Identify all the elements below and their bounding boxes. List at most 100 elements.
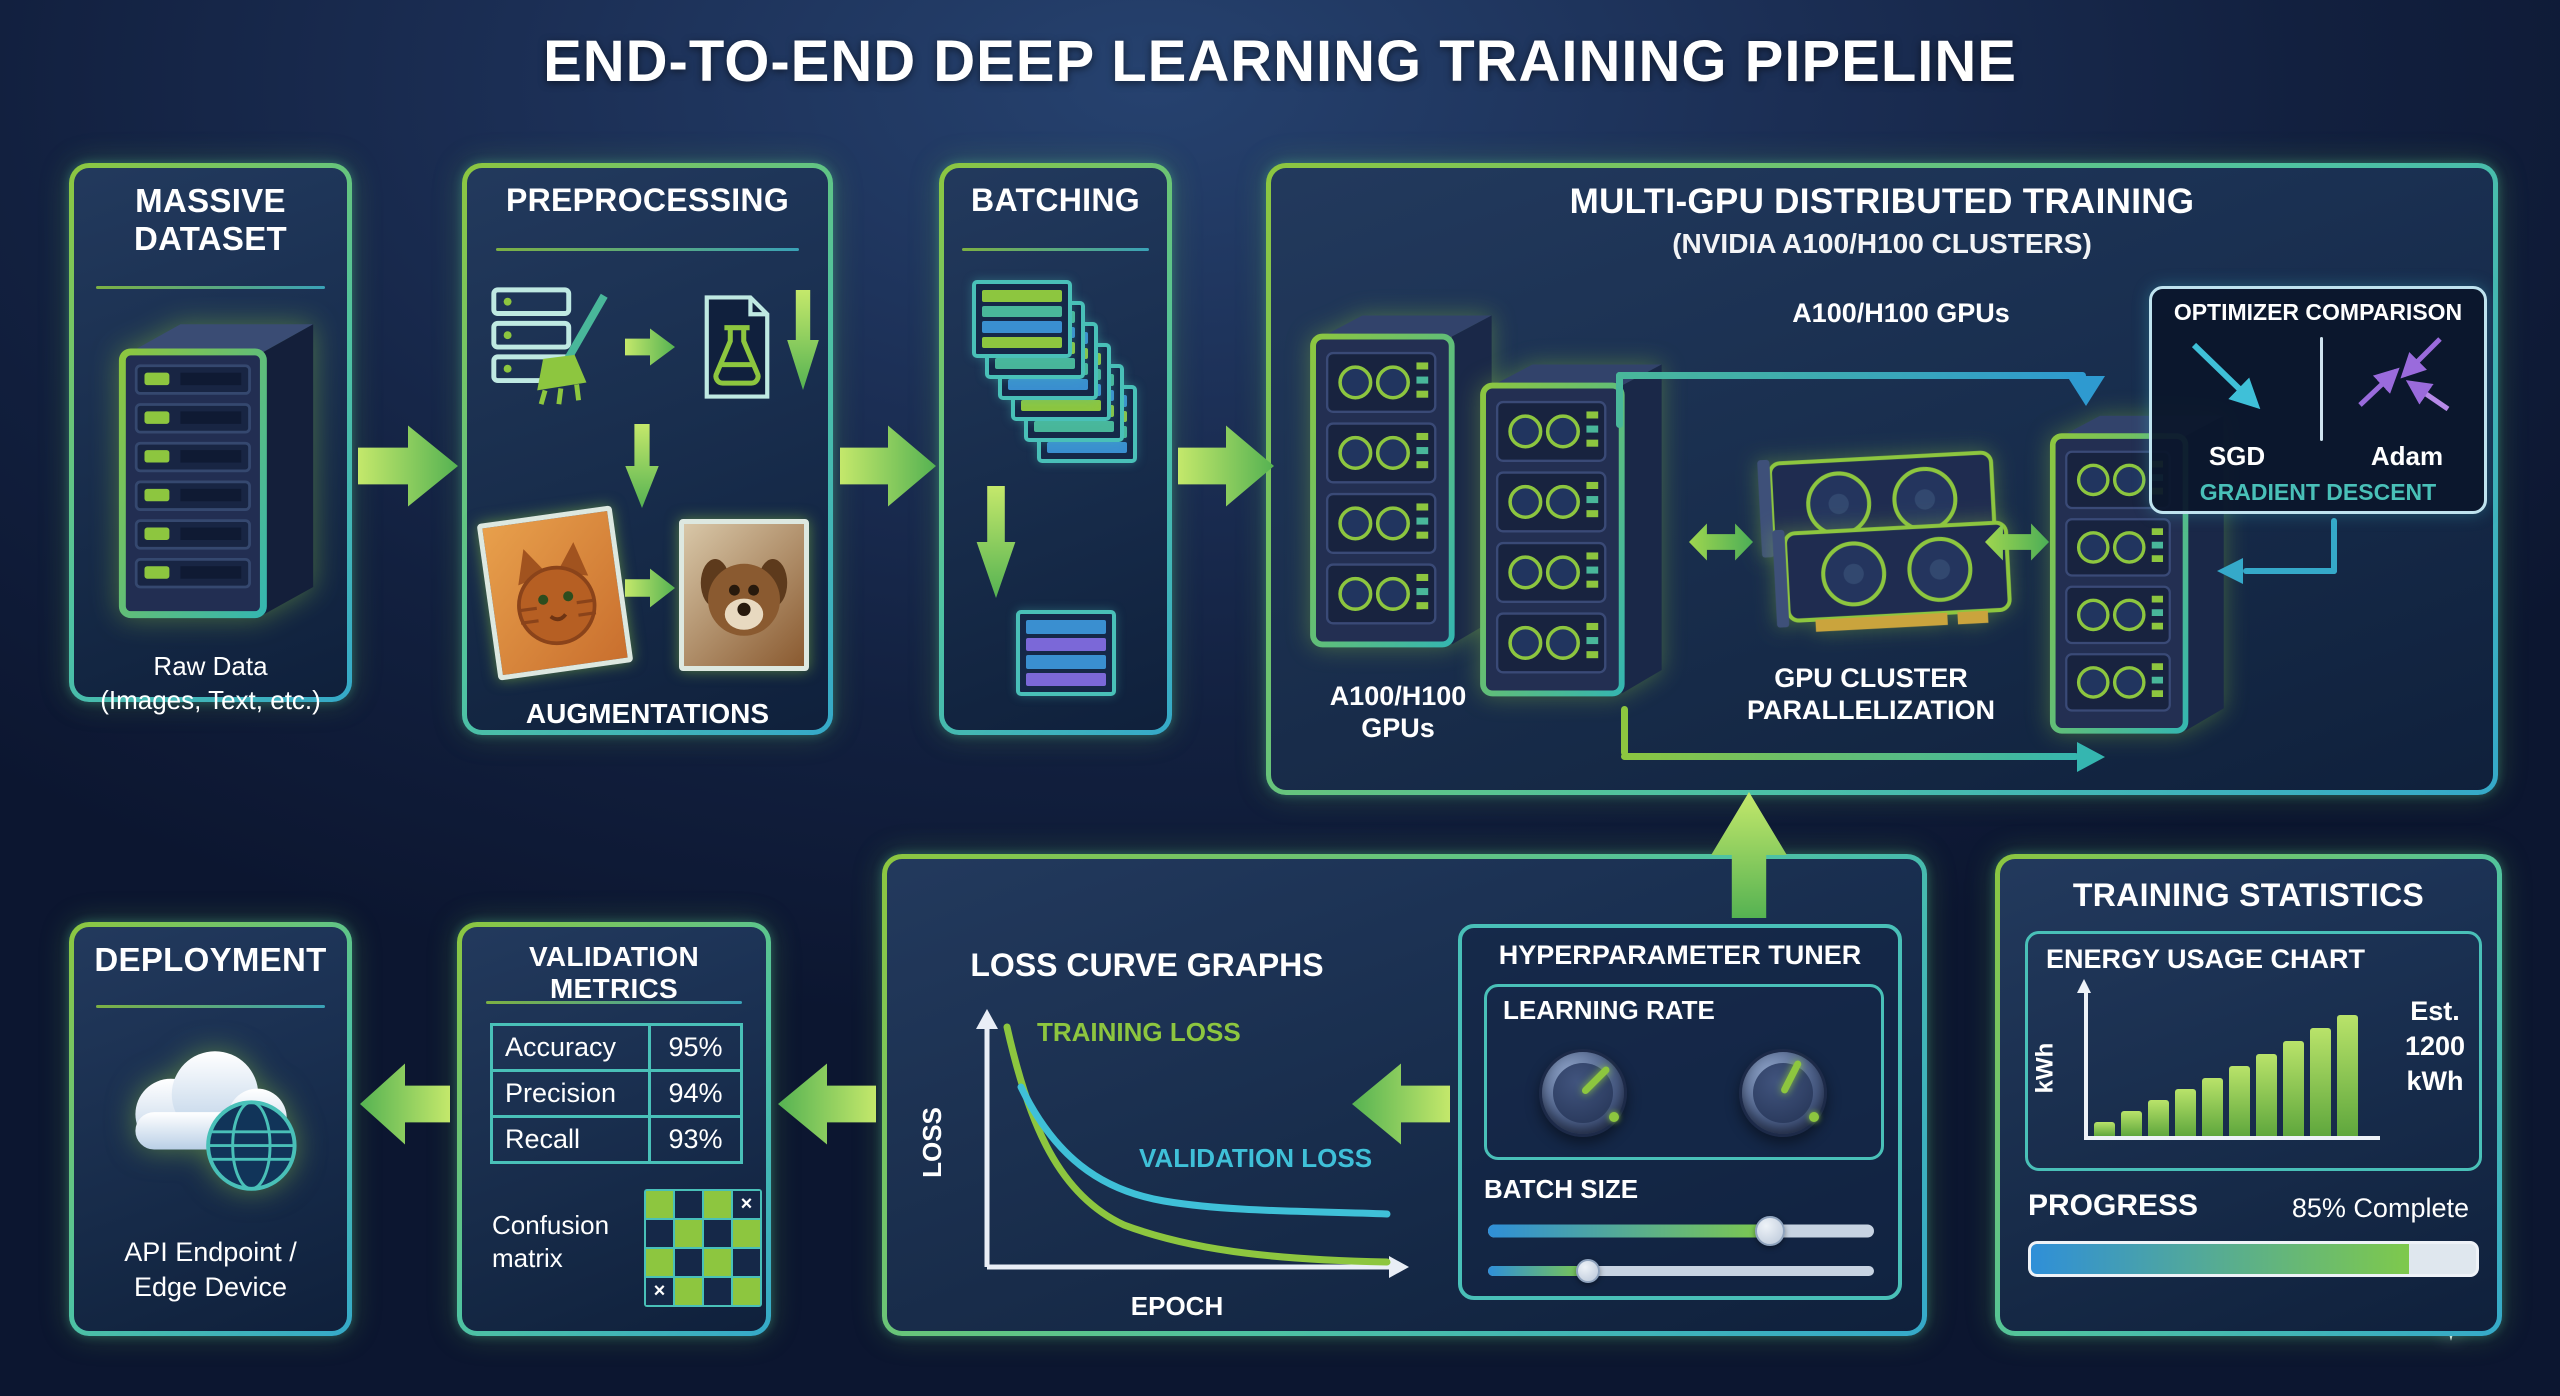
slider-track [1488, 1266, 1874, 1276]
loop-arrowhead-right [2077, 742, 2105, 772]
slider-fill [1488, 1224, 1770, 1238]
confusion-cell [704, 1278, 731, 1305]
batch-layer [972, 280, 1072, 358]
dog-face-icon [684, 524, 804, 666]
page-title: END-TO-END DEEP LEARNING TRAINING PIPELI… [543, 29, 2017, 94]
confusion-cell [733, 1278, 760, 1305]
panel-batching: BATCHING [939, 163, 1172, 735]
panel-validation-metrics: VALIDATION METRICS Accuracy 95% Precisio… [457, 922, 771, 1336]
confusion-matrix-grid: ×× [644, 1189, 762, 1307]
confusion-cell [675, 1278, 702, 1305]
arrow-loss-to-validation [778, 1063, 876, 1145]
table-row: Precision 94% [490, 1069, 743, 1118]
deployment-caption: API Endpoint / Edge Device [74, 1235, 347, 1305]
learning-rate-knob-2[interactable] [1739, 1049, 1827, 1137]
panel-loss-and-tuner: LOSS CURVE GRAPHS TRAINING LOSS VALIDATI… [882, 854, 1927, 1336]
batch-down-arrow [976, 486, 1016, 598]
server-tower-icon [108, 316, 322, 634]
energy-bar [2175, 1089, 2196, 1136]
gpu-rack-icon-1 [1306, 296, 1494, 678]
confusion-cell [675, 1191, 702, 1218]
deployment-caption-line2: Edge Device [133, 1272, 288, 1303]
confusion-cell [646, 1220, 673, 1247]
arrow-dataset-to-preprocessing [358, 425, 458, 507]
cluster-label-line1: GPU CLUSTER [1774, 663, 1968, 693]
gpu-loop-top-line [1616, 372, 2086, 379]
energy-bar [2202, 1078, 2223, 1136]
batch-size-slider-2[interactable] [1488, 1256, 1874, 1286]
racks-label: A100/H100 GPUs [1289, 680, 1507, 745]
panel-training-statistics: TRAINING STATISTICS ENERGY USAGE CHART k… [1995, 854, 2502, 1336]
panel-preprocessing: PREPROCESSING AUGMENTATIONS [462, 163, 833, 735]
energy-bar [2094, 1122, 2115, 1136]
data-cleaning-icon [485, 280, 615, 418]
slider-fill [1488, 1266, 1589, 1276]
gpus-top-label: A100/H100 GPUs [1792, 298, 2010, 328]
arrow-validation-to-deployment [360, 1063, 450, 1145]
energy-usage-box: ENERGY USAGE CHART kWh Est. 1200 kWh [2025, 931, 2482, 1171]
feature-extraction-icon [695, 280, 779, 414]
confusion-cell: × [733, 1191, 760, 1218]
batch-size-label: BATCH SIZE [1484, 1174, 1639, 1204]
energy-bar [2229, 1066, 2250, 1136]
metric-value: 95% [648, 1023, 743, 1072]
sgd-label: SGD [2208, 441, 2266, 471]
inset-connector-horizontal [2243, 568, 2337, 574]
confusion-cell [675, 1220, 702, 1247]
flask-down-arrow [787, 290, 819, 390]
slider-handle[interactable] [1754, 1216, 1785, 1246]
tuner-title: HYPERPARAMETER TUNER [1498, 940, 1862, 970]
knob-pointer [1580, 1065, 1611, 1096]
energy-bar [2121, 1111, 2142, 1136]
confusion-label-line2: matrix [492, 1242, 563, 1273]
adam-arrows-icon [2358, 337, 2450, 412]
slider-handle[interactable] [1576, 1259, 1601, 1283]
energy-bar [2148, 1100, 2169, 1136]
panel-massive-dataset: MASSIVE DATASET Raw Data (Images, Text, … [69, 163, 352, 715]
metric-label: Precision [490, 1069, 651, 1118]
preprocessing-title: PREPROCESSING [505, 182, 790, 218]
augmentations-label: AUGMENTATIONS [525, 698, 770, 729]
energy-bar [2337, 1015, 2358, 1136]
confusion-cell: × [646, 1278, 673, 1305]
confusion-cell [733, 1220, 760, 1247]
energy-bar [2310, 1028, 2331, 1136]
batch-size-slider-1[interactable] [1488, 1216, 1874, 1246]
hyperparameter-tuner-panel: HYPERPARAMETER TUNER LEARNING RATE BATCH… [1458, 924, 1902, 1300]
learning-rate-label: LEARNING RATE [1503, 995, 1715, 1025]
energy-chart-title: ENERGY USAGE CHART [2046, 944, 2366, 974]
divider [95, 1005, 326, 1008]
validation-title: VALIDATION METRICS [529, 941, 699, 1005]
loss-axis-label: LOSS [916, 1107, 947, 1178]
learning-rate-box: LEARNING RATE [1484, 984, 1884, 1160]
cloud-globe-icon [102, 1035, 328, 1207]
rack-gpu-double-arrow-left [1689, 523, 1753, 561]
gpu-card-icon-2 [1770, 514, 2021, 659]
divider [486, 1001, 742, 1004]
progress-label: PROGRESS [2028, 1189, 2199, 1222]
deployment-caption-line1: API Endpoint / [124, 1237, 297, 1267]
to-augmentation-arrow [625, 424, 659, 508]
loss-curves-title: LOSS CURVE GRAPHS [970, 947, 1324, 983]
confusion-cell [704, 1220, 731, 1247]
single-batch [1016, 610, 1116, 696]
metric-label: Accuracy [490, 1023, 651, 1072]
energy-bar [2256, 1054, 2277, 1136]
confusion-cell [704, 1249, 731, 1276]
divider [495, 248, 800, 251]
cluster-label: GPU CLUSTER PARALLELIZATION [1726, 662, 2016, 727]
energy-bar-chart [2077, 979, 2380, 1140]
gpu-rack-icon-2 [1476, 336, 1664, 736]
sgd-arrow-icon [2191, 342, 2261, 410]
augmentation-arrow [625, 568, 675, 608]
epoch-axis-label: EPOCH [1130, 1291, 1224, 1321]
confusion-cell [646, 1249, 673, 1276]
learning-rate-knob-1[interactable] [1539, 1049, 1627, 1137]
preprocess-step-arrow [625, 328, 675, 366]
estimate-line3: kWh [2406, 1066, 2464, 1097]
batch-stack [972, 280, 1152, 480]
dataset-caption-line2: (Images, Text, etc.) [100, 684, 321, 715]
dog-photo [679, 519, 809, 671]
cluster-label-line2: PARALLELIZATION [1747, 695, 1995, 726]
